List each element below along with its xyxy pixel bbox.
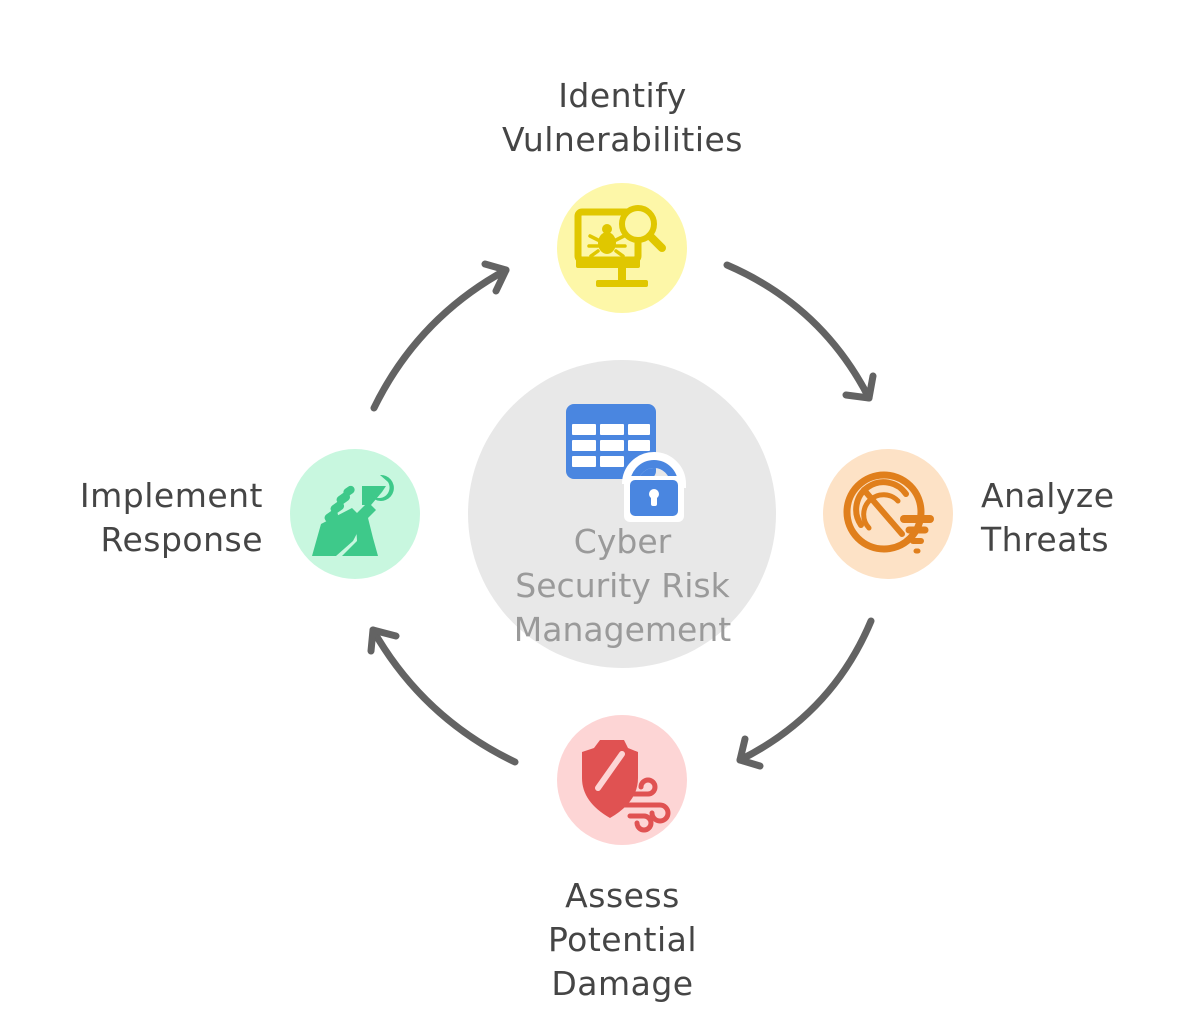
label-line: Threats [981, 520, 1110, 559]
label-line: Analyze [981, 476, 1115, 515]
center-hub [468, 360, 776, 668]
label-analyze-threats: Analyze Threats [981, 474, 1115, 562]
center-title: Cyber Security Risk Management [470, 520, 775, 652]
center-title-line: Cyber [573, 522, 672, 561]
node-implement-response [290, 449, 420, 579]
center-title-line: Management [513, 610, 732, 649]
label-line: Assess [565, 876, 680, 915]
arrow-assess-to-implement [367, 626, 519, 766]
cycle-arrows [367, 260, 877, 770]
label-line: Response [100, 520, 263, 559]
label-line: Damage [551, 964, 694, 1003]
label-line: Identify [558, 76, 687, 115]
radar-filter-icon [843, 471, 934, 554]
label-line: Vulnerabilities [502, 120, 743, 159]
arrow-analyze-to-assess [736, 617, 875, 770]
computer-bug-search-icon [574, 205, 666, 287]
label-line: Potential [547, 920, 698, 959]
label-identify-vulnerabilities: Identify Vulnerabilities [470, 74, 775, 162]
center-circle [468, 360, 776, 668]
shield-wind-icon [582, 740, 671, 833]
label-assess-damage: Assess Potential Damage [470, 874, 775, 1006]
arrow-identify-to-analyze [723, 261, 877, 402]
hand-wrench-icon [312, 474, 394, 556]
center-title-line: Security Risk [515, 566, 730, 605]
arrow-implement-to-identify [370, 260, 510, 412]
node-assess-damage [557, 715, 687, 845]
node-identify-vulnerabilities [557, 183, 687, 313]
label-line: Implement [79, 476, 263, 515]
label-implement-response: Implement Response [20, 474, 263, 562]
spreadsheet-lock-icon [566, 404, 686, 522]
node-analyze-threats [823, 449, 953, 579]
